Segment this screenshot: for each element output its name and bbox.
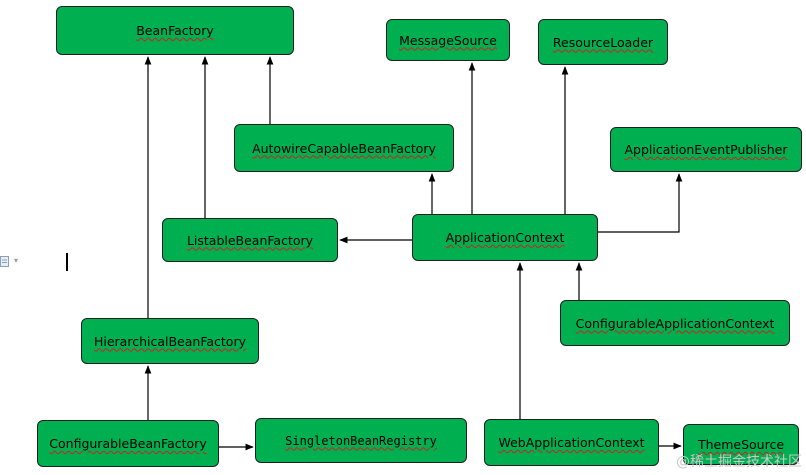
node-singleton-bean-registry: SingletonBeanRegistry — [255, 418, 467, 463]
node-web-application-context: WebApplicationContext — [484, 419, 659, 466]
node-autowire-capable-bean-factory: AutowireCapableBeanFactory — [234, 124, 454, 172]
node-hierarchical-bean-factory-label: HierarchicalBeanFactory — [93, 333, 246, 349]
node-listable-bean-factory: ListableBeanFactory — [162, 218, 338, 262]
node-configurable-application-context-label: ConfigurableApplicationContext — [575, 315, 775, 331]
chevron-down-icon[interactable]: ▾ — [14, 256, 19, 265]
node-application-event-publisher-label: ApplicationEventPublisher — [624, 142, 788, 157]
node-application-context: ApplicationContext — [412, 214, 598, 261]
node-configurable-bean-factory-label: ConfigurableBeanFactory — [49, 436, 207, 451]
node-configurable-bean-factory: ConfigurableBeanFactory — [37, 420, 219, 467]
node-resource-loader: ResourceLoader — [538, 19, 668, 65]
paste-options-icon[interactable] — [0, 256, 10, 268]
node-theme-source-label: ThemeSource — [697, 437, 785, 452]
node-listable-bean-factory-label: ListableBeanFactory — [186, 232, 314, 248]
node-application-context-label: ApplicationContext — [445, 230, 565, 245]
node-configurable-application-context: ConfigurableApplicationContext — [560, 300, 790, 346]
node-hierarchical-bean-factory: HierarchicalBeanFactory — [81, 318, 259, 364]
node-message-source-label: MessageSource — [399, 32, 497, 48]
node-autowire-capable-bean-factory-label: AutowireCapableBeanFactory — [252, 140, 436, 156]
node-bean-factory-label: BeanFactory — [136, 23, 214, 38]
node-message-source: MessageSource — [386, 19, 510, 61]
node-application-event-publisher: ApplicationEventPublisher — [610, 127, 802, 172]
text-cursor — [66, 253, 68, 271]
node-singleton-bean-registry-label: SingletonBeanRegistry — [285, 433, 437, 448]
node-bean-factory: BeanFactory — [56, 6, 294, 55]
node-resource-loader-label: ResourceLoader — [552, 34, 654, 50]
node-web-application-context-label: WebApplicationContext — [498, 435, 645, 450]
edge-appctx-to-eventpublisher — [598, 173, 683, 233]
node-theme-source: ThemeSource — [683, 424, 799, 465]
watermark: @稀土掘金技术社区 — [676, 454, 802, 470]
